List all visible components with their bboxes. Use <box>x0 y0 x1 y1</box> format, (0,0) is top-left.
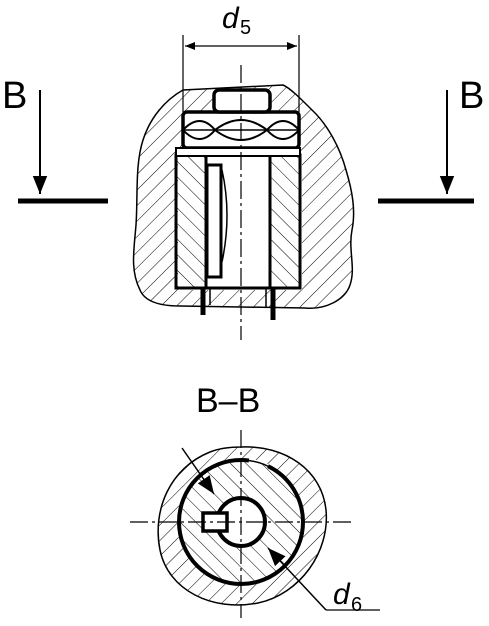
d5-label: d <box>222 2 240 35</box>
d6-subscript: 6 <box>351 594 362 616</box>
bushing-right-wall <box>268 153 302 290</box>
cut-label-left: B <box>2 75 27 117</box>
pin-slot <box>205 163 223 279</box>
washer <box>175 147 301 157</box>
section-view: d 6 <box>130 430 380 618</box>
top-view: d 5 B B <box>2 2 484 340</box>
cutting-plane <box>18 90 474 204</box>
d6-label: d <box>333 578 351 611</box>
bushing-left-wall <box>174 153 208 290</box>
section-title: B–B <box>196 382 260 420</box>
cut-label-right: B <box>459 75 484 117</box>
d5-dimension <box>182 35 300 112</box>
d5-subscript: 5 <box>240 17 251 39</box>
